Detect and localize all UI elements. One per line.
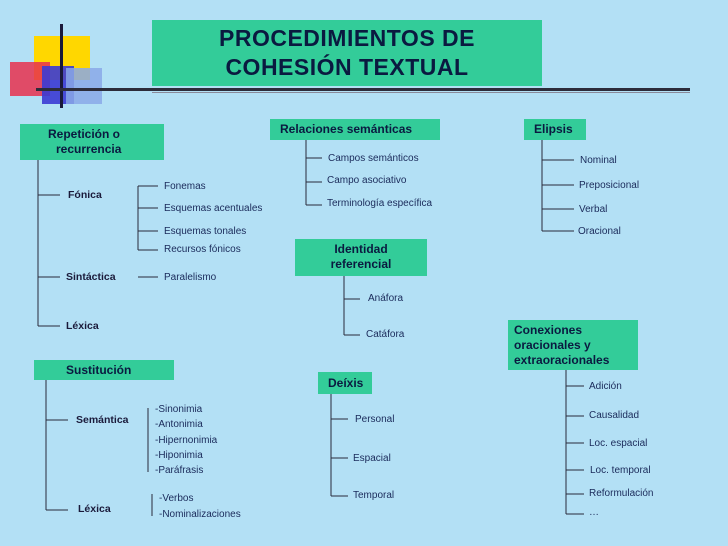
relaciones-header: Relaciones semánticas: [270, 119, 440, 140]
conexiones-item-causalidad: Causalidad: [589, 410, 640, 421]
identidad-item-anafora: Anáfora: [368, 293, 404, 304]
conexiones-item-reformulacion: Reformulación: [589, 488, 654, 499]
sustitucion-header: Sustitución: [34, 360, 174, 380]
conexiones-header-line-3: extraoracionales: [514, 353, 610, 367]
deixis-item-espacial: Espacial: [353, 453, 391, 464]
fonica-item-recursos-fonicos: Recursos fónicos: [164, 244, 241, 255]
fonica-item-esquemas-tonales: Esquemas tonales: [164, 226, 247, 237]
sustitucion-lexica-label: Léxica: [78, 503, 111, 515]
deixis-item-personal: Personal: [355, 414, 395, 425]
fonica-item-fonemas: Fonemas: [164, 181, 206, 192]
semantica-item-sinonimia: -Sinonimia: [155, 404, 203, 415]
logo-lightblue-square: [66, 68, 102, 104]
elipsis-item-oracional: Oracional: [578, 226, 621, 237]
fonica-label: Fónica: [68, 189, 102, 201]
relaciones-item-terminologia: Terminología específica: [327, 198, 433, 209]
relaciones-item-campos-semanticos: Campos semánticos: [328, 153, 419, 164]
conexiones-item-ellipsis: …: [589, 507, 599, 518]
elipsis-item-nominal: Nominal: [580, 155, 617, 166]
fonica-item-esquemas-acentuales: Esquemas acentuales: [164, 203, 263, 214]
lexica-item-nominalizaciones: -Nominalizaciones: [159, 509, 241, 520]
repeticion-lexica-label: Léxica: [66, 320, 99, 332]
logo-horizontal-line: [36, 88, 152, 91]
semantica-item-antonimia: -Antonimia: [155, 419, 203, 430]
title-line-2: COHESIÓN TEXTUAL: [225, 54, 469, 80]
sintactica-item-paralelismo: Paralelismo: [164, 272, 217, 283]
conexiones-header: Conexiones oracionales y extraoracionale…: [508, 320, 638, 370]
relaciones-item-campo-asociativo: Campo asociativo: [327, 175, 407, 186]
deixis-header: Deíxis: [318, 372, 372, 394]
logo-vertical-line: [60, 24, 63, 108]
conexiones-item-loc-espacial: Loc. espacial: [589, 438, 648, 449]
semantica-label: Semántica: [76, 414, 129, 426]
identidad-header-line-1: Identidad: [334, 242, 388, 256]
lexica-item-verbos: -Verbos: [159, 493, 194, 504]
conexiones-item-adicion: Adición: [589, 381, 622, 392]
conexiones-header-line-1: Conexiones: [514, 323, 583, 337]
elipsis-item-preposicional: Preposicional: [579, 180, 640, 191]
conexiones-header-line-2: oracionales y: [514, 338, 591, 352]
title-line-1: PROCEDIMIENTOS DE: [219, 25, 475, 51]
title-rule-thin: [152, 92, 690, 93]
conexiones-item-loc-temporal: Loc. temporal: [590, 465, 651, 476]
title-rule: [152, 88, 690, 91]
elipsis-item-verbal: Verbal: [579, 204, 608, 215]
repeticion-header-line-1: Repetición o: [48, 127, 121, 141]
page-title: PROCEDIMIENTOS DE COHESIÓN TEXTUAL: [152, 20, 542, 86]
identidad-header-line-2: referencial: [330, 257, 392, 271]
repeticion-header-line-2: recurrencia: [56, 142, 122, 156]
sintactica-label: Sintáctica: [66, 271, 116, 283]
identidad-header: Identidad referencial: [295, 239, 427, 276]
semantica-item-hiponimia: -Hiponimia: [155, 450, 203, 461]
semantica-item-parafrasis: -Paráfrasis: [155, 465, 204, 476]
semantica-item-hipernonimia: -Hipernonimia: [155, 435, 218, 446]
deixis-item-temporal: Temporal: [353, 490, 395, 501]
identidad-item-catafora: Catáfora: [366, 329, 405, 340]
repeticion-header: Repetición o recurrencia: [20, 124, 164, 160]
elipsis-header: Elipsis: [524, 119, 586, 140]
